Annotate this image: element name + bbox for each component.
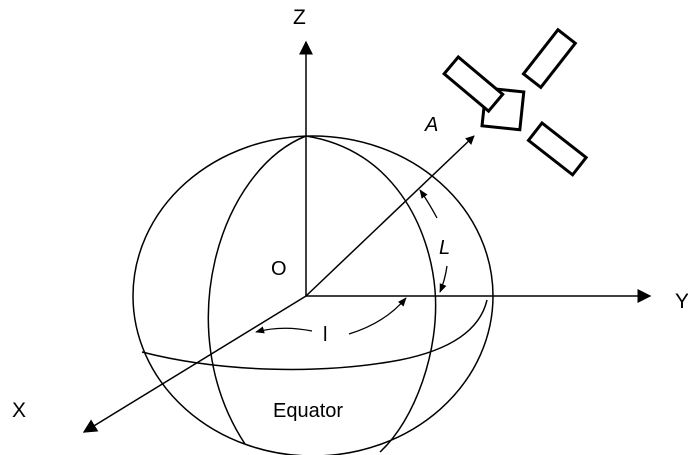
- meridian-right: [305, 135, 437, 453]
- equator-label: Equator: [273, 400, 343, 422]
- solar-panel-right: [526, 120, 589, 177]
- vector-a-label: A: [424, 114, 438, 136]
- equator-front-arc: [141, 299, 488, 371]
- z-axis-label: Z: [293, 6, 306, 29]
- origin-label: O: [271, 258, 287, 280]
- meridian-left: [207, 135, 307, 445]
- y-axis-label: Y: [675, 290, 688, 313]
- satellite-icon: [442, 27, 589, 177]
- angle-i-left-arrow: [255, 326, 313, 334]
- angle-l-upper-arrow: [419, 189, 438, 219]
- x-axis: [82, 295, 307, 433]
- x-axis-label: X: [12, 399, 26, 422]
- angle-i-right-arrow: [348, 297, 407, 335]
- solar-panel-top: [521, 27, 578, 90]
- vector-a: [305, 135, 475, 297]
- angle-l-lower-arrow: [439, 265, 448, 293]
- solar-panel-left: [442, 54, 505, 114]
- angle-i-label: l: [323, 324, 327, 346]
- angle-l-label: L: [439, 237, 450, 259]
